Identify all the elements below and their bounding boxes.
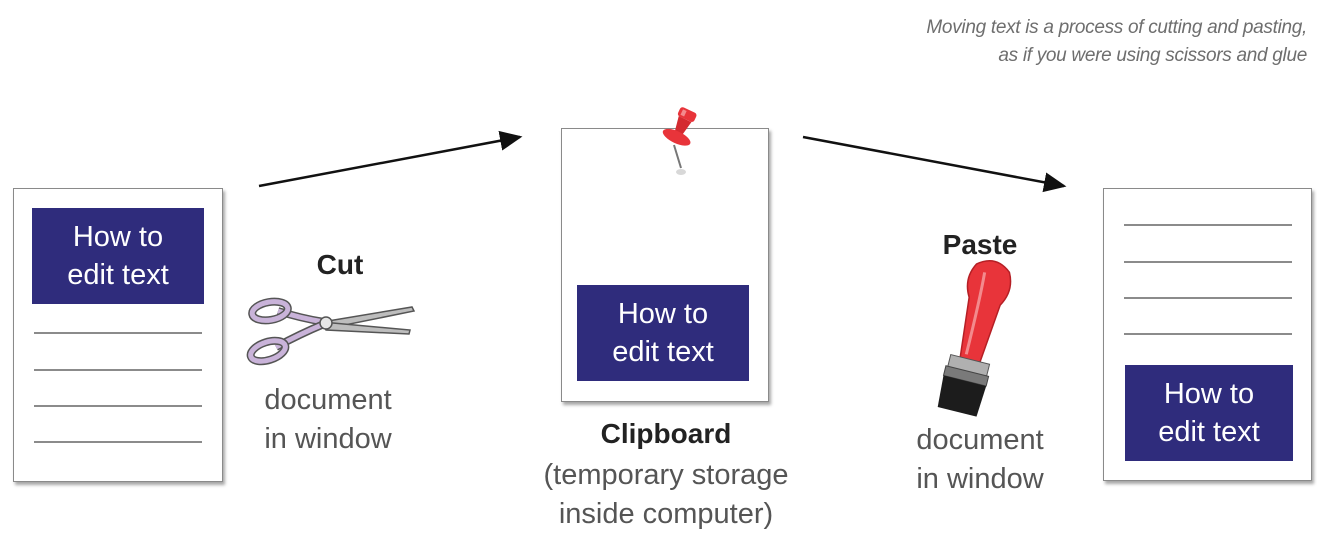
dest-text-line-2: edit text bbox=[1158, 416, 1260, 448]
dest-text-line-1: How to bbox=[1163, 378, 1255, 410]
arrow-clipboard-to-paste bbox=[802, 135, 1067, 193]
clipboard-description: (temporary storage inside computer) bbox=[496, 456, 836, 534]
source-doc-line bbox=[34, 405, 202, 407]
cut-desc-line-1: document bbox=[264, 384, 392, 416]
clipboard-desc-line-1: (temporary storage bbox=[543, 459, 789, 491]
source-text-block: How to edit text bbox=[32, 208, 204, 304]
dest-doc-line bbox=[1124, 297, 1292, 299]
source-document: How to edit text bbox=[13, 188, 223, 482]
source-text-line-1: How to bbox=[72, 221, 164, 253]
paste-desc-line-1: document bbox=[916, 424, 1044, 456]
source-doc-line bbox=[34, 369, 202, 371]
diagram-caption: Moving text is a process of cutting and … bbox=[707, 14, 1307, 70]
dest-doc-line bbox=[1124, 261, 1292, 263]
source-doc-line bbox=[34, 332, 202, 334]
dest-doc-line bbox=[1124, 333, 1292, 335]
arrow-cut-to-clipboard bbox=[258, 130, 523, 188]
paste-desc-line-2: in window bbox=[916, 463, 1044, 495]
clipboard-text-block: How to edit text bbox=[577, 285, 749, 381]
clipboard-note: How to edit text bbox=[561, 128, 769, 402]
clipboard-desc-line-2: inside computer) bbox=[558, 498, 774, 530]
cut-desc-line-2: in window bbox=[264, 423, 392, 455]
paste-description: document in window bbox=[890, 421, 1070, 499]
clipboard-text-line-2: edit text bbox=[612, 336, 714, 368]
clipboard-text-line-1: How to bbox=[617, 298, 709, 330]
dest-text-block: How to edit text bbox=[1125, 365, 1293, 461]
paste-label: Paste bbox=[942, 229, 1018, 260]
destination-document: How to edit text bbox=[1103, 188, 1312, 481]
caption-line-1: Moving text is a process of cutting and … bbox=[926, 17, 1307, 38]
cut-label: Cut bbox=[316, 249, 364, 280]
dest-doc-line bbox=[1124, 224, 1292, 226]
clipboard-label: Clipboard bbox=[600, 418, 732, 449]
caption-line-2: as if you were using scissors and glue bbox=[998, 45, 1307, 66]
source-text-line-2: edit text bbox=[67, 259, 169, 291]
cut-description: document in window bbox=[238, 381, 418, 459]
source-doc-line bbox=[34, 441, 202, 443]
